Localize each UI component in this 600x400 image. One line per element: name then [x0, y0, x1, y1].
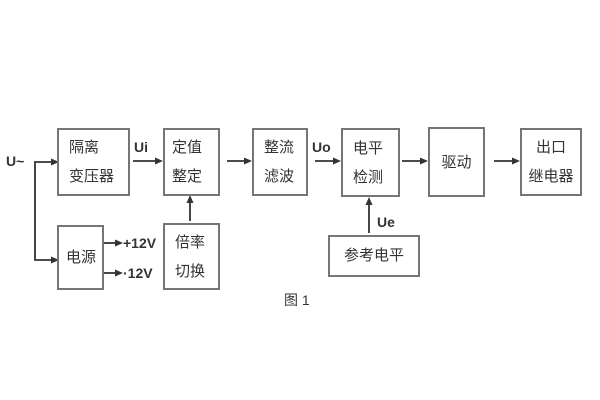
label-ui: Ui	[134, 139, 148, 155]
label-input-voltage: U~	[6, 153, 25, 169]
input-branch-line	[34, 158, 59, 264]
block-reference-level: 参考电平	[328, 235, 420, 277]
block-rectify-filter: 整流 滤波	[252, 128, 308, 196]
label-ue: Ue	[377, 214, 395, 230]
block-output-relay: 出口 继电器	[520, 128, 582, 196]
block-power-supply: 电源	[57, 225, 104, 290]
block-drive: 驱动	[428, 127, 485, 197]
label-rail-neg: ·12V	[123, 265, 153, 281]
label-rail-pos: +12V	[123, 235, 157, 251]
figure-caption: 图 1	[284, 292, 310, 308]
block-value-setting: 定值 整定	[163, 128, 220, 196]
block-ratio-switch: 倍率 切换	[163, 223, 220, 290]
label-uo: Uo	[312, 139, 331, 155]
block-level-detect: 电平 检测	[341, 128, 400, 197]
block-isolation-transformer: 隔离 变压器	[57, 128, 130, 196]
